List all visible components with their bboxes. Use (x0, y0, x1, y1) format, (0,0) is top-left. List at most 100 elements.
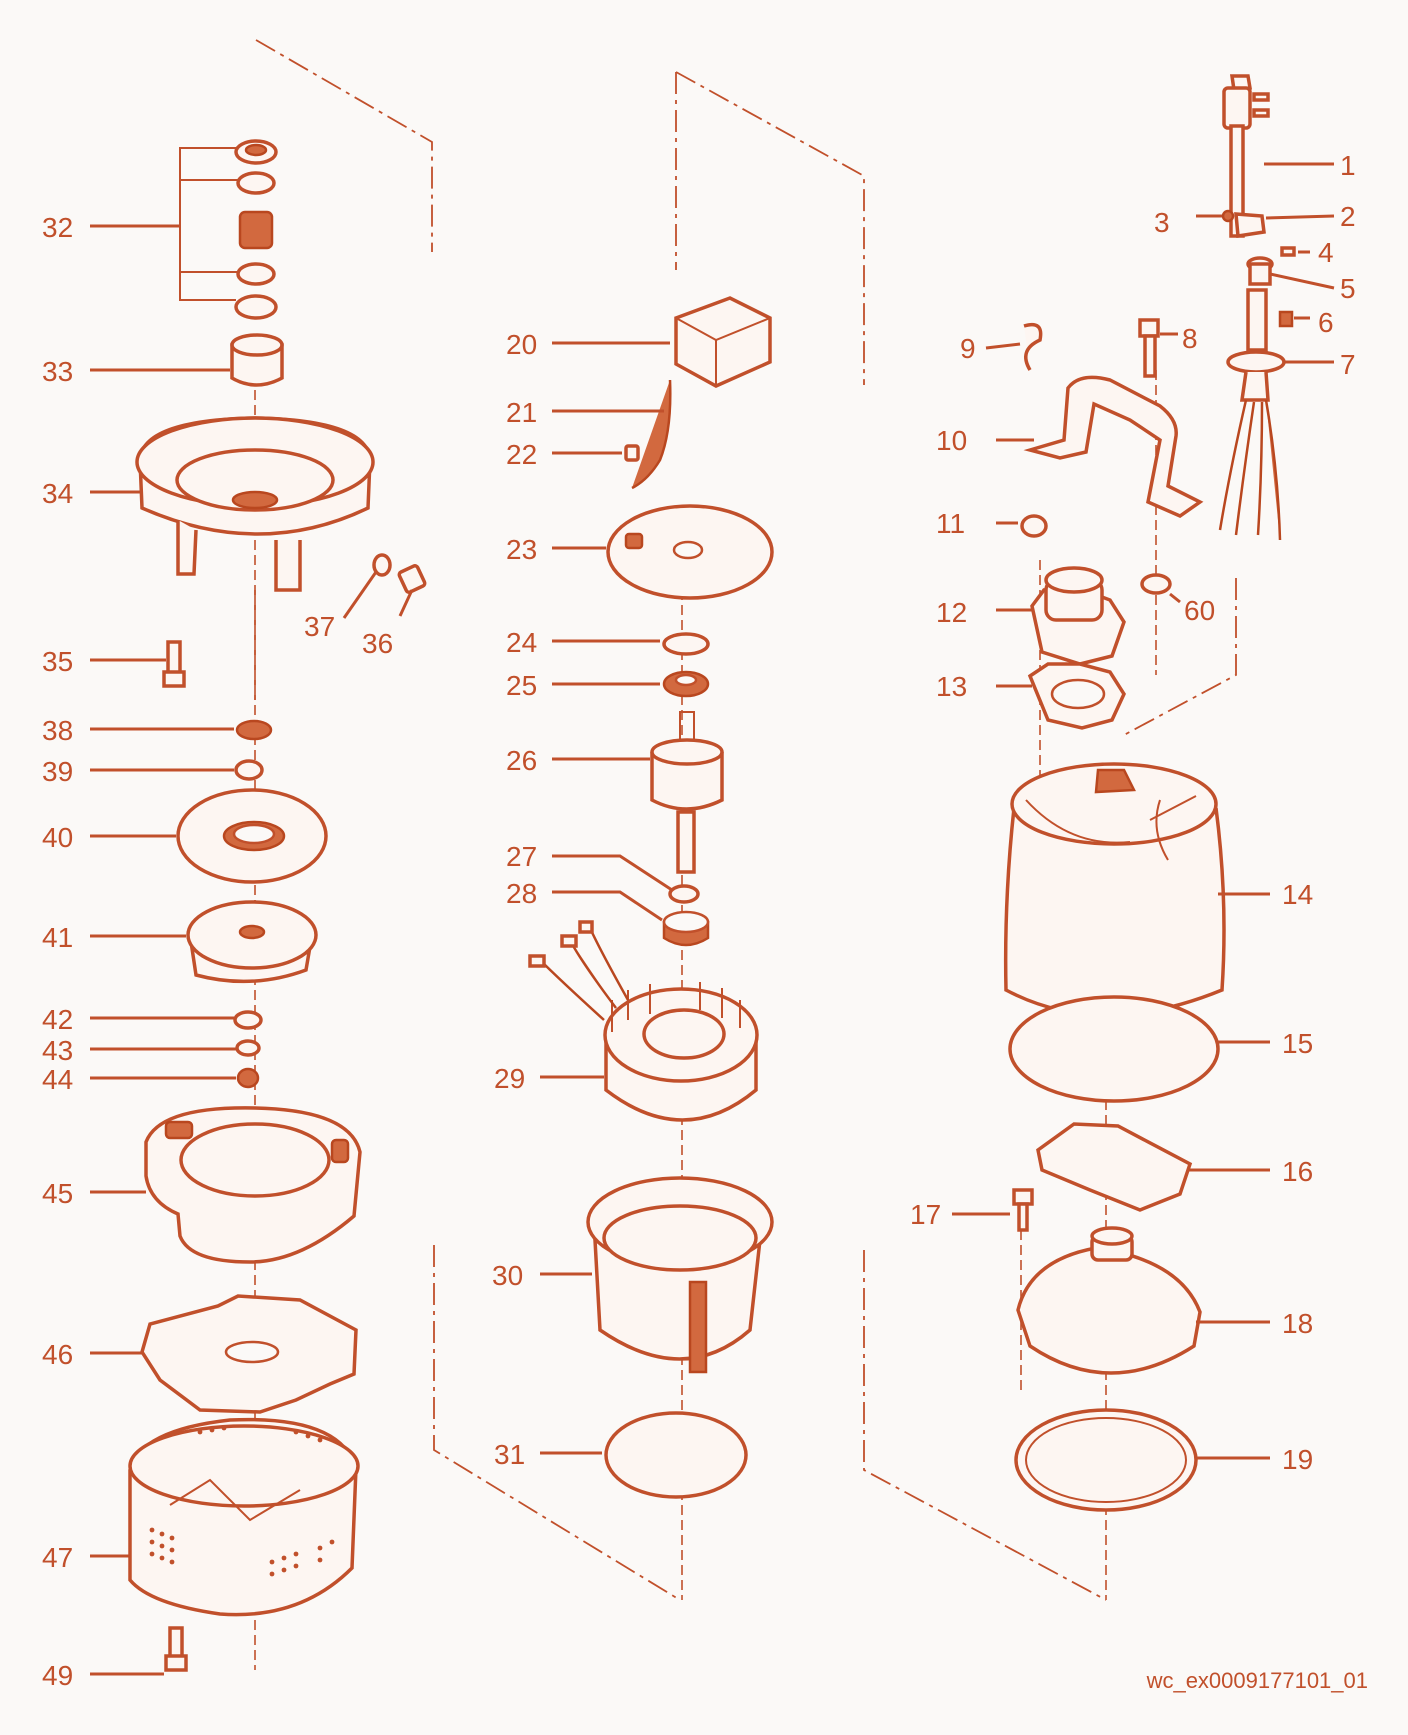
part-7-cable-gland (1218, 288, 1286, 541)
part-label-30: 30 (492, 1260, 523, 1291)
part-37-washer (372, 553, 392, 577)
part-label-43: 43 (42, 1035, 73, 1066)
part-label-26: 26 (506, 745, 537, 776)
part-label-6: 6 (1318, 307, 1334, 338)
part-label-38: 38 (42, 715, 73, 746)
part-label-3: 3 (1154, 207, 1170, 238)
part-26-rotor (650, 711, 724, 874)
part-5-bushing (1246, 256, 1274, 286)
part-label-45: 45 (42, 1178, 73, 1209)
part-label-37: 37 (304, 611, 335, 642)
part-30-motor-frame (586, 1176, 774, 1374)
part-29-stator (528, 920, 759, 1122)
part-label-15: 15 (1282, 1028, 1313, 1059)
part-label-49: 49 (42, 1660, 73, 1691)
part-label-21: 21 (506, 397, 537, 428)
part-14-motor-housing (1003, 762, 1226, 1017)
part-label-29: 29 (494, 1063, 525, 1094)
part-27-ring (668, 884, 700, 904)
drawing-reference-code: wc_ex0009177101_01 (1146, 1668, 1368, 1693)
part-32-seal-stack (179, 139, 278, 320)
part-label-10: 10 (936, 425, 967, 456)
part-35-bolt (162, 640, 186, 688)
part-36-plug (397, 564, 427, 594)
part-13-gasket (1027, 662, 1126, 730)
part-label-19: 19 (1282, 1444, 1313, 1475)
part-label-47: 47 (42, 1542, 73, 1573)
part-label-44: 44 (42, 1064, 73, 1095)
part-28-bearing (662, 910, 710, 947)
part-label-18: 18 (1282, 1308, 1313, 1339)
part-label-39: 39 (42, 756, 73, 787)
part-label-27: 27 (506, 841, 537, 872)
part-label-31: 31 (494, 1439, 525, 1470)
part-3-nut (1221, 209, 1235, 223)
part-15-o-ring (1008, 995, 1220, 1103)
part-label-34: 34 (42, 478, 73, 509)
part-label-5: 5 (1340, 273, 1356, 304)
leader-lines (90, 162, 1335, 1676)
part-17-bolt (1012, 1188, 1034, 1232)
part-label-28: 28 (506, 878, 537, 909)
part-10-handle (1023, 375, 1204, 518)
part-6-screw (1278, 310, 1294, 328)
part-8-bolt (1138, 318, 1160, 378)
part-label-20: 20 (506, 329, 537, 360)
part-label-9: 9 (960, 333, 976, 364)
part-18-bearing-housing (1016, 1226, 1202, 1375)
part-label-24: 24 (506, 627, 537, 658)
part-label-36: 36 (362, 628, 393, 659)
part-49-bolt (164, 1626, 188, 1672)
part-33-sleeve (230, 333, 284, 387)
part-label-11: 11 (936, 508, 965, 539)
part-24-ring (662, 632, 710, 656)
part-11-nut (1020, 514, 1048, 538)
part-label-13: 13 (936, 671, 967, 702)
part-39-nut (234, 759, 264, 781)
part-2-clamp (1234, 212, 1266, 239)
part-4-screw (1280, 246, 1296, 257)
part-45-volute (144, 1106, 362, 1264)
part-16-cover-plate (1036, 1122, 1193, 1212)
part-38-ring (235, 719, 273, 741)
part-34-pump-casing-top (135, 416, 375, 592)
part-label-16: 16 (1282, 1156, 1313, 1187)
part-22-screw (624, 444, 640, 462)
part-12-discharge-flange (1030, 566, 1126, 666)
part-label-46: 46 (42, 1339, 73, 1370)
part-label-42: 42 (42, 1004, 73, 1035)
part-20-capacitor (674, 296, 772, 388)
assembly-guide-lines (255, 39, 1237, 1601)
part-9-clip (1023, 322, 1043, 371)
part-label-23: 23 (506, 534, 537, 565)
parts-42-44-fasteners (233, 1010, 263, 1089)
part-label-40: 40 (42, 822, 73, 853)
part-25-bearing (662, 670, 710, 698)
part-label-60: 60 (1184, 595, 1215, 626)
part-46-suction-plate (140, 1294, 358, 1414)
part-label-14: 14 (1282, 879, 1313, 910)
part-label-4: 4 (1318, 237, 1334, 268)
part-label-1: 1 (1340, 150, 1356, 181)
part-label-41: 41 (42, 922, 73, 953)
part-label-35: 35 (42, 646, 73, 677)
part-1-power-cord (1222, 74, 1270, 238)
part-label-7: 7 (1340, 349, 1356, 380)
part-21-lead-wire (631, 379, 672, 490)
part-41-impeller (186, 900, 318, 984)
part-23-upper-cover (606, 504, 774, 600)
part-label-17: 17 (910, 1199, 941, 1230)
part-label-25: 25 (506, 670, 537, 701)
part-31-o-ring (604, 1411, 748, 1499)
part-label-32: 32 (42, 212, 73, 243)
part-47-strainer (128, 1417, 360, 1617)
part-label-33: 33 (42, 356, 73, 387)
part-19-clamp-ring (1014, 1408, 1198, 1512)
part-label-2: 2 (1340, 201, 1356, 232)
part-60-washer (1140, 573, 1172, 595)
part-number-labels: 1 2 3 4 5 6 7 8 9 10 11 12 13 14 15 16 1… (42, 150, 1356, 1691)
part-40-plate (176, 788, 328, 884)
part-label-22: 22 (506, 439, 537, 470)
part-label-12: 12 (936, 597, 967, 628)
